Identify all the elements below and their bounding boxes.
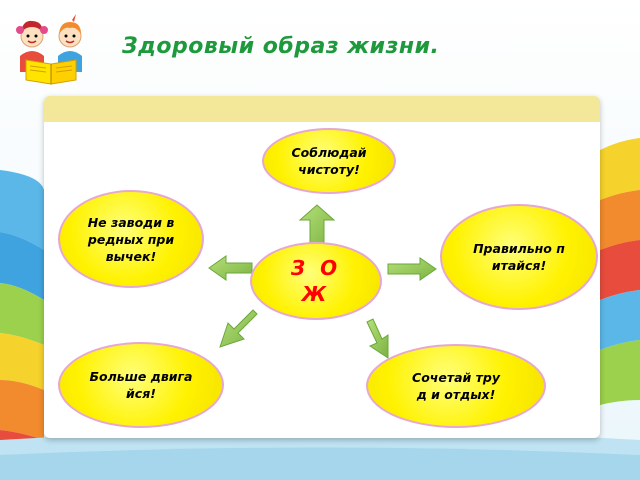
center-label: З О Ж	[276, 255, 356, 307]
arrow-right	[388, 258, 436, 280]
arrow-down-right	[367, 319, 388, 358]
node-center-zozh: З О Ж	[250, 242, 382, 320]
node-work-and-rest-label: Сочетай труд и отдых!	[411, 369, 501, 403]
arrow-down-left	[220, 310, 257, 347]
arrow-left	[209, 256, 252, 280]
node-eat-right-label: Правильно питайся!	[469, 240, 569, 274]
node-cleanliness: Соблюдай чистоту!	[262, 128, 396, 194]
node-no-bad-habits: Не заводи вредных привычек!	[58, 190, 204, 288]
node-move-more-label: Больше двигайся!	[86, 368, 196, 402]
node-work-and-rest: Сочетай труд и отдых!	[366, 344, 546, 428]
node-cleanliness-label: Соблюдай чистоту!	[287, 144, 371, 178]
arrow-up	[300, 205, 334, 247]
node-move-more: Больше двигайся!	[58, 342, 224, 428]
node-no-bad-habits-label: Не заводи вредных привычек!	[87, 214, 175, 265]
node-eat-right: Правильно питайся!	[440, 204, 598, 310]
